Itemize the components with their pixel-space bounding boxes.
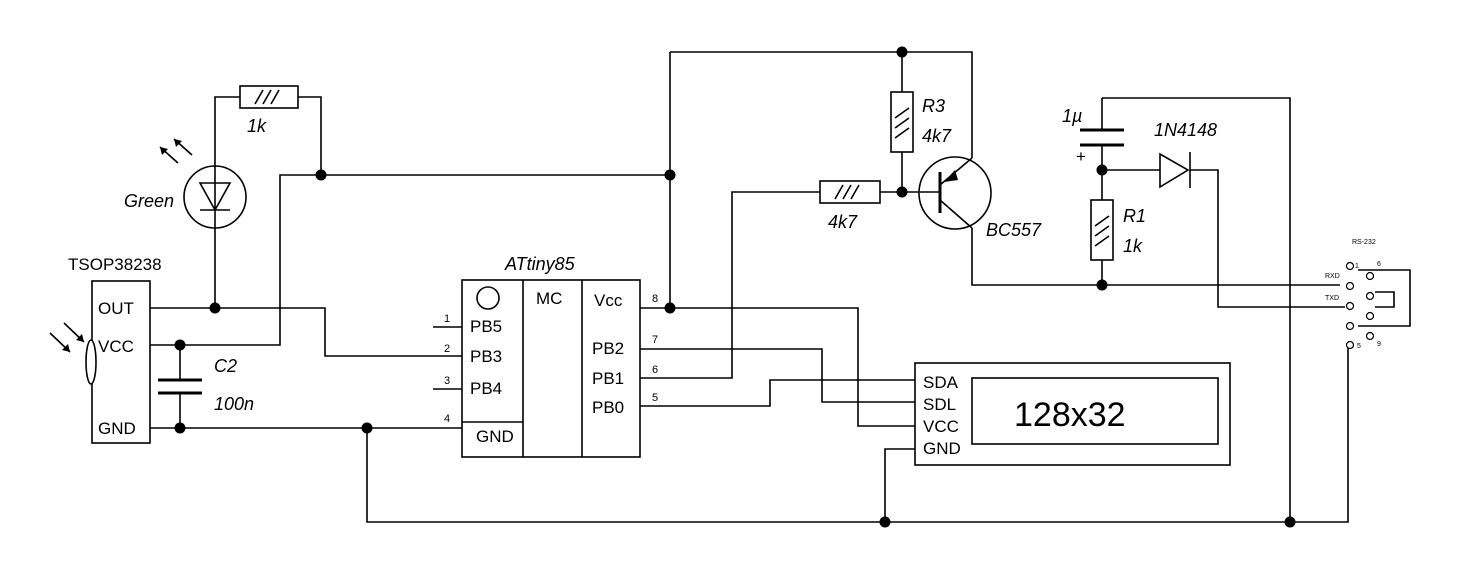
r3-value: 4k7: [922, 126, 952, 146]
mcu-pin-pb4: PB4: [470, 379, 502, 398]
rs232-title: RS-232: [1352, 239, 1376, 246]
resistor-base: 4k7: [819, 180, 881, 232]
mcu-pin-pb3: PB3: [470, 347, 502, 366]
capacitor-c2: C2 100n: [158, 356, 254, 414]
attiny85-mcu: ATtiny85 MC PB5 PB3 PB4 GND 1 2 3 4 Vcc …: [444, 254, 658, 458]
mcu-pin-num-8: 8: [652, 293, 658, 305]
rs232-pin-6: 6: [1377, 261, 1381, 268]
oled-pin-gnd: GND: [923, 439, 961, 458]
mcu-pin-vcc: Vcc: [594, 291, 623, 310]
transistor-bc557: BC557: [918, 156, 1042, 240]
r3-name: R3: [922, 96, 945, 116]
r1-value: 1k: [1123, 236, 1143, 256]
mcu-pin-pb5: PB5: [470, 317, 502, 336]
tsop-name: TSOP38238: [68, 255, 162, 274]
tsop-out-label: OUT: [98, 299, 134, 318]
emitter-arrow-icon: [944, 170, 958, 182]
base-resistor-value: 4k7: [828, 212, 858, 232]
c2-value: 100n: [214, 394, 254, 414]
pin1-marker-icon: [476, 286, 500, 310]
rs232-connector: RS-232 RXD TXD 1 6 9 5: [1325, 239, 1381, 350]
mcu-pin-num-6: 6: [652, 364, 658, 376]
mcu-pin-pb1: PB1: [592, 369, 624, 388]
resistor-r1: R1 1k: [1090, 199, 1146, 261]
mcu-pin-pb2: PB2: [592, 339, 624, 358]
rs232-txd-label: TXD: [1325, 295, 1339, 302]
light-emission-arrows-icon: [159, 138, 193, 164]
rs232-pin-contacts: [1345, 261, 1375, 350]
oled-pin-vcc: VCC: [923, 417, 959, 436]
rs232-pin-1: 1: [1355, 263, 1359, 270]
rs232-pin-5: 5: [1357, 343, 1361, 350]
capacitor-1u: 1µ +: [1062, 106, 1124, 166]
oled-display: SDA SDL VCC GND 128x32: [914, 362, 1231, 466]
green-led: Green: [124, 138, 247, 229]
ir-incoming-arrows-icon: [49, 322, 85, 353]
mcu-pin-num-2: 2: [444, 343, 450, 355]
cap-1u-plus: +: [1076, 147, 1086, 166]
oled-resolution-label: 128x32: [1014, 396, 1126, 434]
mcu-name: ATtiny85: [504, 254, 576, 274]
mcu-pin-num-4: 4: [444, 413, 450, 425]
rs232-rxd-label: RXD: [1325, 273, 1340, 280]
mcu-pin-num-3: 3: [444, 375, 450, 387]
led-color-label: Green: [124, 191, 174, 211]
c2-name: C2: [214, 356, 237, 376]
mcu-pin-pb0: PB0: [592, 398, 624, 417]
cap-1u-value: 1µ: [1062, 106, 1082, 126]
mcu-pin-num-7: 7: [652, 334, 658, 346]
r1-name: R1: [1123, 206, 1146, 226]
diode-1n4148: 1N4148: [1154, 120, 1217, 189]
tsop-receiver: TSOP38238 OUT VCC GND: [49, 255, 162, 444]
mcu-pin-gnd: GND: [476, 427, 514, 446]
diode-name: 1N4148: [1154, 120, 1217, 140]
mcu-pin-num-5: 5: [652, 392, 658, 404]
tsop-gnd-label: GND: [98, 419, 136, 438]
ir-lens-icon: [85, 339, 97, 385]
rs232-pin-9: 9: [1377, 341, 1381, 348]
transistor-name: BC557: [986, 220, 1042, 240]
led-resistor: 1k: [239, 85, 299, 136]
mcu-pin-num-1: 1: [444, 313, 450, 325]
oled-pin-sda: SDA: [923, 373, 959, 392]
tsop-vcc-label: VCC: [98, 337, 134, 356]
led-resistor-value: 1k: [247, 116, 267, 136]
resistor-r3: R3 4k7: [890, 91, 952, 153]
junctions: [174, 46, 1296, 528]
oled-pin-sdl: SDL: [923, 395, 956, 414]
mcu-mc-label: MC: [536, 289, 562, 308]
